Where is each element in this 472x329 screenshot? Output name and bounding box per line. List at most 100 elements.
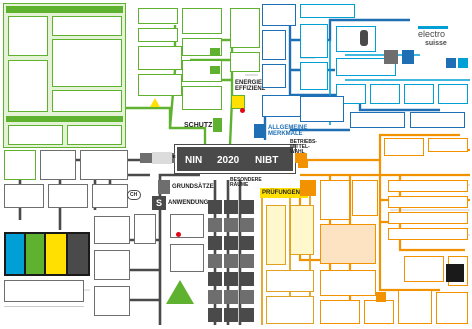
blue-card-4: [262, 64, 286, 88]
green-panel-footer: [6, 116, 123, 122]
section-label-grundsaetze: GRUNDSÄTZE: [172, 184, 214, 190]
orange-card-12: [320, 270, 376, 296]
schutz-marker: [213, 118, 222, 132]
chapter-tile-12: [240, 254, 254, 268]
chapter-tile-16: [208, 290, 222, 304]
chapter-tile-5: [224, 218, 238, 232]
chapter-tile-2: [224, 200, 238, 214]
chapter-tile-10: [208, 254, 222, 268]
chapter-tile-6: [240, 218, 254, 232]
gray-card-10: [94, 286, 130, 316]
blue-card-6: [350, 112, 405, 128]
gray-card-11: [134, 214, 156, 244]
gray-card-5: [48, 184, 88, 208]
yellow-card-3: [266, 270, 314, 292]
ch-badge: CH: [127, 190, 141, 200]
gray-card-9: [94, 250, 130, 280]
chapter-tile-20: [224, 308, 238, 322]
chapter-tile-11: [224, 254, 238, 268]
chapter-tile-14: [224, 272, 238, 286]
brand-logo-line2: suisse: [425, 40, 447, 47]
pruefungen-icon: [300, 180, 316, 196]
energy-card-2: [230, 52, 260, 72]
footer-imprint: [4, 306, 84, 324]
s-badge-text: S: [156, 198, 163, 208]
green-card-8: [182, 86, 222, 110]
cyan-card-9: [438, 84, 468, 104]
banner-bar-right: [295, 153, 307, 163]
cyan-card-2: [300, 24, 328, 58]
person-icon: [360, 30, 368, 46]
orange-card-6: [388, 180, 468, 192]
gray-card-7: [4, 280, 84, 302]
green-subpanel-3: [52, 39, 122, 87]
cyan-card-3: [336, 26, 376, 52]
green-card-5: [182, 8, 222, 34]
red-marker-icon: [240, 108, 245, 113]
pruefungen-tag: [260, 188, 308, 198]
center-title-right: NIBT: [255, 155, 279, 166]
orange-card-2: [352, 180, 378, 216]
cyan-card-5: [336, 58, 396, 76]
chapter-tile-1: [208, 200, 222, 214]
section-label-pruefungen: PRÜFUNGEN: [262, 190, 301, 196]
chapter-tile-13: [208, 272, 222, 286]
chapter-tile-19: [208, 308, 222, 322]
center-title-year: 2020: [217, 155, 240, 166]
gray-card-13: [170, 244, 204, 272]
chapter-tile-15: [240, 272, 254, 286]
cyan-card-7: [370, 84, 400, 104]
s-badge: S: [152, 196, 166, 210]
building-icon: [402, 50, 414, 64]
orange-card-7: [388, 196, 468, 208]
green-panel-top-left: [3, 3, 126, 148]
green-arrow-icon: [210, 66, 220, 74]
chapter-tile-7: [208, 236, 222, 250]
diagram-panel-4: [68, 234, 88, 274]
allgemeine-icon-box: [254, 124, 266, 138]
orange-card-9: [388, 228, 468, 240]
gray-card-12: [170, 214, 204, 238]
gray-card-2: [40, 150, 76, 180]
chapter-tile-8: [224, 236, 238, 250]
gray-card-1: [4, 150, 36, 180]
betriebsmittel-icon: [298, 160, 308, 168]
green-card-7: [182, 60, 222, 82]
green-subpanel-5: [52, 90, 122, 112]
diagram-panel-2: [26, 234, 44, 274]
cyan-card-8: [404, 84, 434, 104]
yellow-card-1: [266, 205, 286, 265]
gray-card-3: [80, 150, 128, 180]
green-subpanel-1: [8, 16, 48, 56]
orange-card-10: [404, 256, 444, 282]
green-arrow-icon-2: [210, 48, 220, 56]
cyan-card-1: [300, 4, 355, 18]
chapter-tile-9: [240, 236, 254, 250]
section-label-energie: ENERGIE- EFFIZIENZ: [235, 80, 266, 92]
yellow-card-2: [290, 205, 314, 255]
green-card-4: [138, 74, 182, 96]
green-card-3: [138, 46, 182, 70]
chapter-tile-4: [208, 218, 222, 232]
chapter-tile-21: [240, 308, 254, 322]
blue-square-icon-1: [446, 58, 456, 68]
chapter-tile-3: [240, 200, 254, 214]
triangle-symbol-icon: [166, 280, 194, 304]
blue-card-7: [410, 112, 465, 128]
switch-panel-icon: [446, 264, 464, 282]
section-label-allgemeine: ALLGEMEINE MERKMALE: [268, 125, 308, 137]
diagram-panel-1: [6, 234, 24, 274]
green-panel-header: [6, 6, 123, 13]
blue-card-3: [262, 30, 286, 60]
diagram-panel-3: [46, 234, 66, 274]
blue-card-5: [300, 96, 344, 122]
green-subpanel-7: [67, 125, 122, 145]
warning-triangle-icon: [150, 98, 160, 107]
section-label-anwendung: ANWENDUNG: [168, 200, 209, 206]
orange-card-1: [320, 180, 350, 220]
gray-card-6: [92, 184, 128, 208]
green-subpanel-2: [52, 16, 122, 36]
energy-card-1: [230, 8, 260, 48]
green-subpanel-6: [8, 125, 63, 145]
